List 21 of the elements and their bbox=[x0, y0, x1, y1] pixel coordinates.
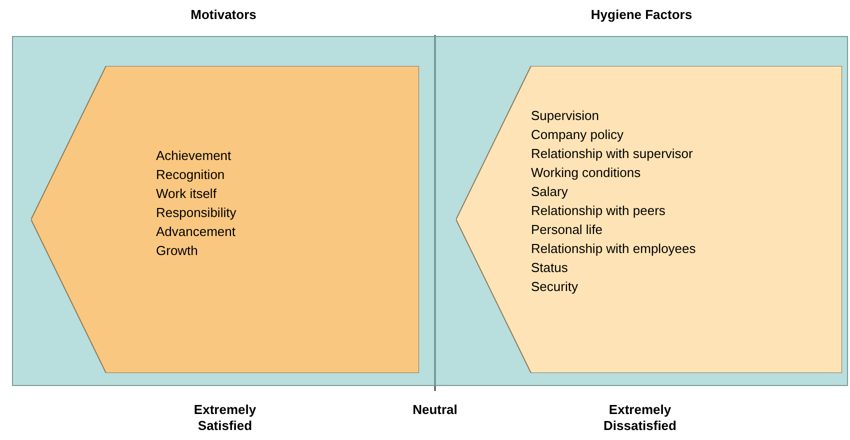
factor-text: Responsibility bbox=[156, 204, 236, 222]
factor-text: Relationship with peers bbox=[531, 202, 666, 220]
factor-text: Supervision bbox=[531, 107, 600, 125]
factor-text: Achievement bbox=[156, 147, 232, 165]
factor-text: Advancement bbox=[156, 223, 236, 241]
factor-text: Relationship with supervisor bbox=[531, 145, 694, 163]
factor-text: Security bbox=[531, 278, 579, 296]
factor-text: Company policy bbox=[531, 126, 624, 144]
factor-text: Working conditions bbox=[531, 164, 642, 182]
factor-text: Work itself bbox=[156, 185, 218, 203]
factor-text: Salary bbox=[531, 183, 569, 201]
panel-heading: Hygiene Factors bbox=[590, 7, 694, 22]
scale-label: Extremely Dissatisfied bbox=[602, 402, 678, 434]
scale-label: Neutral bbox=[412, 402, 458, 418]
scale-label: Extremely Satisfied bbox=[192, 402, 258, 434]
factor-text: Personal life bbox=[531, 221, 604, 239]
factor-text: Relationship with employees bbox=[531, 240, 696, 258]
factor-text: Status bbox=[531, 259, 569, 277]
factor-text: Recognition bbox=[156, 166, 226, 184]
factor-text: Growth bbox=[156, 242, 199, 260]
panel-heading: Motivators bbox=[190, 7, 258, 22]
